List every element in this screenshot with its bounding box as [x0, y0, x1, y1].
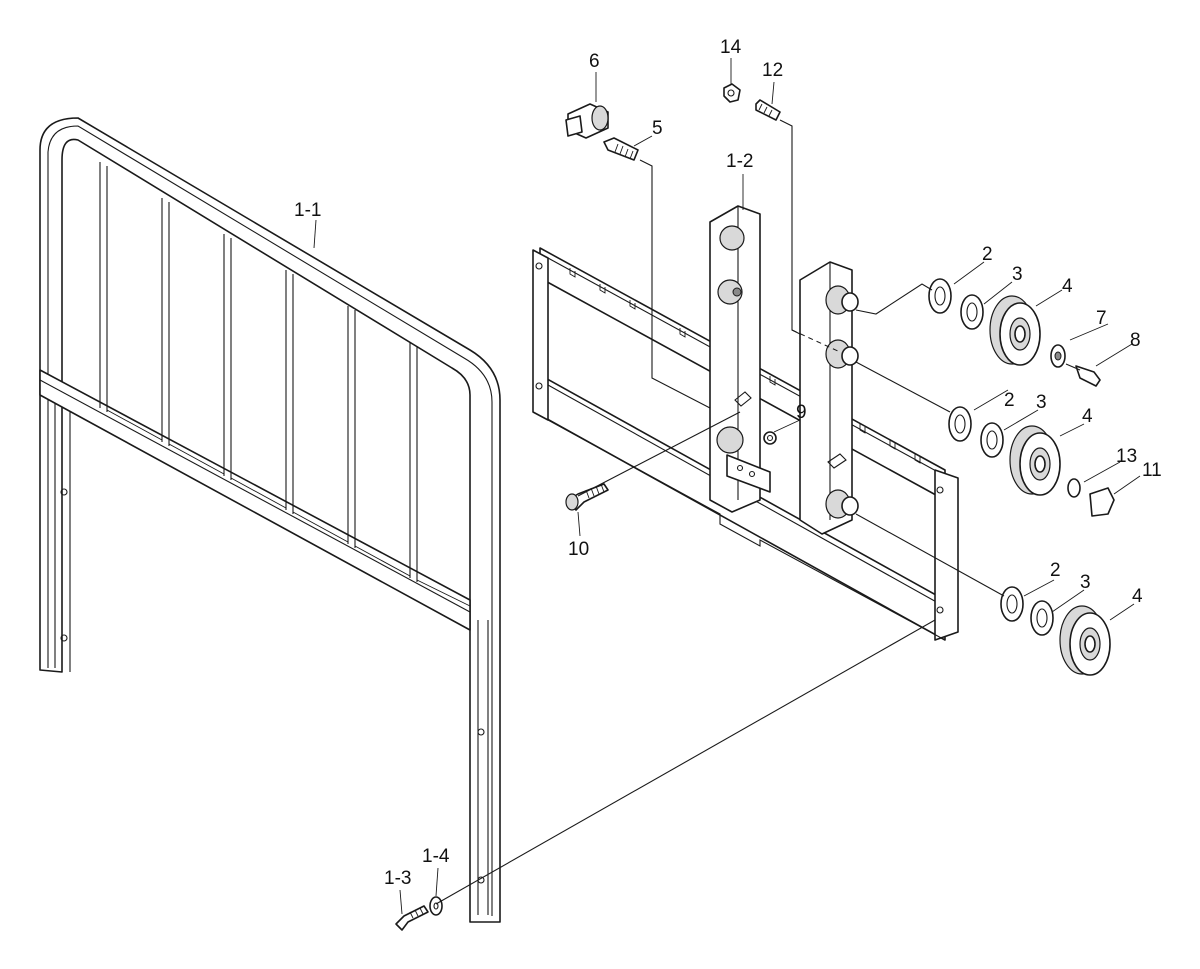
stopper-block: [565, 103, 609, 139]
roller-set-lower: [1000, 586, 1111, 676]
callout-3-lower: 3: [1080, 572, 1091, 593]
callout-6: 6: [589, 51, 600, 72]
callout-11: 11: [1142, 460, 1162, 481]
roller-set-upper: [928, 278, 1101, 387]
backrest-slats: [99, 162, 471, 607]
small-nut: [763, 431, 777, 445]
callout-1-2: 1-2: [726, 151, 753, 172]
callout-3-middle: 3: [1036, 392, 1047, 413]
spring-pin: [603, 137, 639, 161]
load-backrest: [39, 117, 501, 923]
side-plate-right: [799, 261, 859, 535]
callout-2-upper: 2: [982, 244, 993, 265]
assembly-lines: [313, 58, 1141, 915]
callout-1-4: 1-4: [422, 846, 450, 867]
cap-screw: [565, 483, 609, 511]
callout-4-lower: 4: [1132, 586, 1143, 607]
callout-1-1: 1-1: [294, 200, 321, 221]
callout-7: 7: [1096, 308, 1107, 329]
callout-10: 10: [568, 539, 589, 560]
callout-12: 12: [762, 60, 783, 81]
callout-14: 14: [720, 37, 742, 58]
callout-5: 5: [652, 118, 663, 139]
backrest-washer: [429, 896, 443, 916]
callout-4-upper: 4: [1062, 276, 1073, 297]
side-plate-left: [709, 205, 771, 513]
callout-9: 9: [796, 402, 807, 423]
callout-labels: 1-1 1-2 1-3 1-4 2 2 2 3 3 3 4 4 4 5 6 7 …: [294, 37, 1162, 889]
callout-2-lower: 2: [1050, 560, 1061, 581]
callout-1-3: 1-3: [384, 868, 411, 889]
callout-2-middle: 2: [1004, 390, 1015, 411]
roller-set-middle: [948, 406, 1115, 517]
callout-8: 8: [1130, 330, 1141, 351]
backrest-bolt: [395, 905, 429, 931]
hex-nut: [723, 83, 741, 103]
callout-4-middle: 4: [1082, 406, 1093, 427]
threaded-stud: [755, 99, 781, 121]
callout-3-upper: 3: [1012, 264, 1023, 285]
callout-13: 13: [1116, 446, 1137, 467]
